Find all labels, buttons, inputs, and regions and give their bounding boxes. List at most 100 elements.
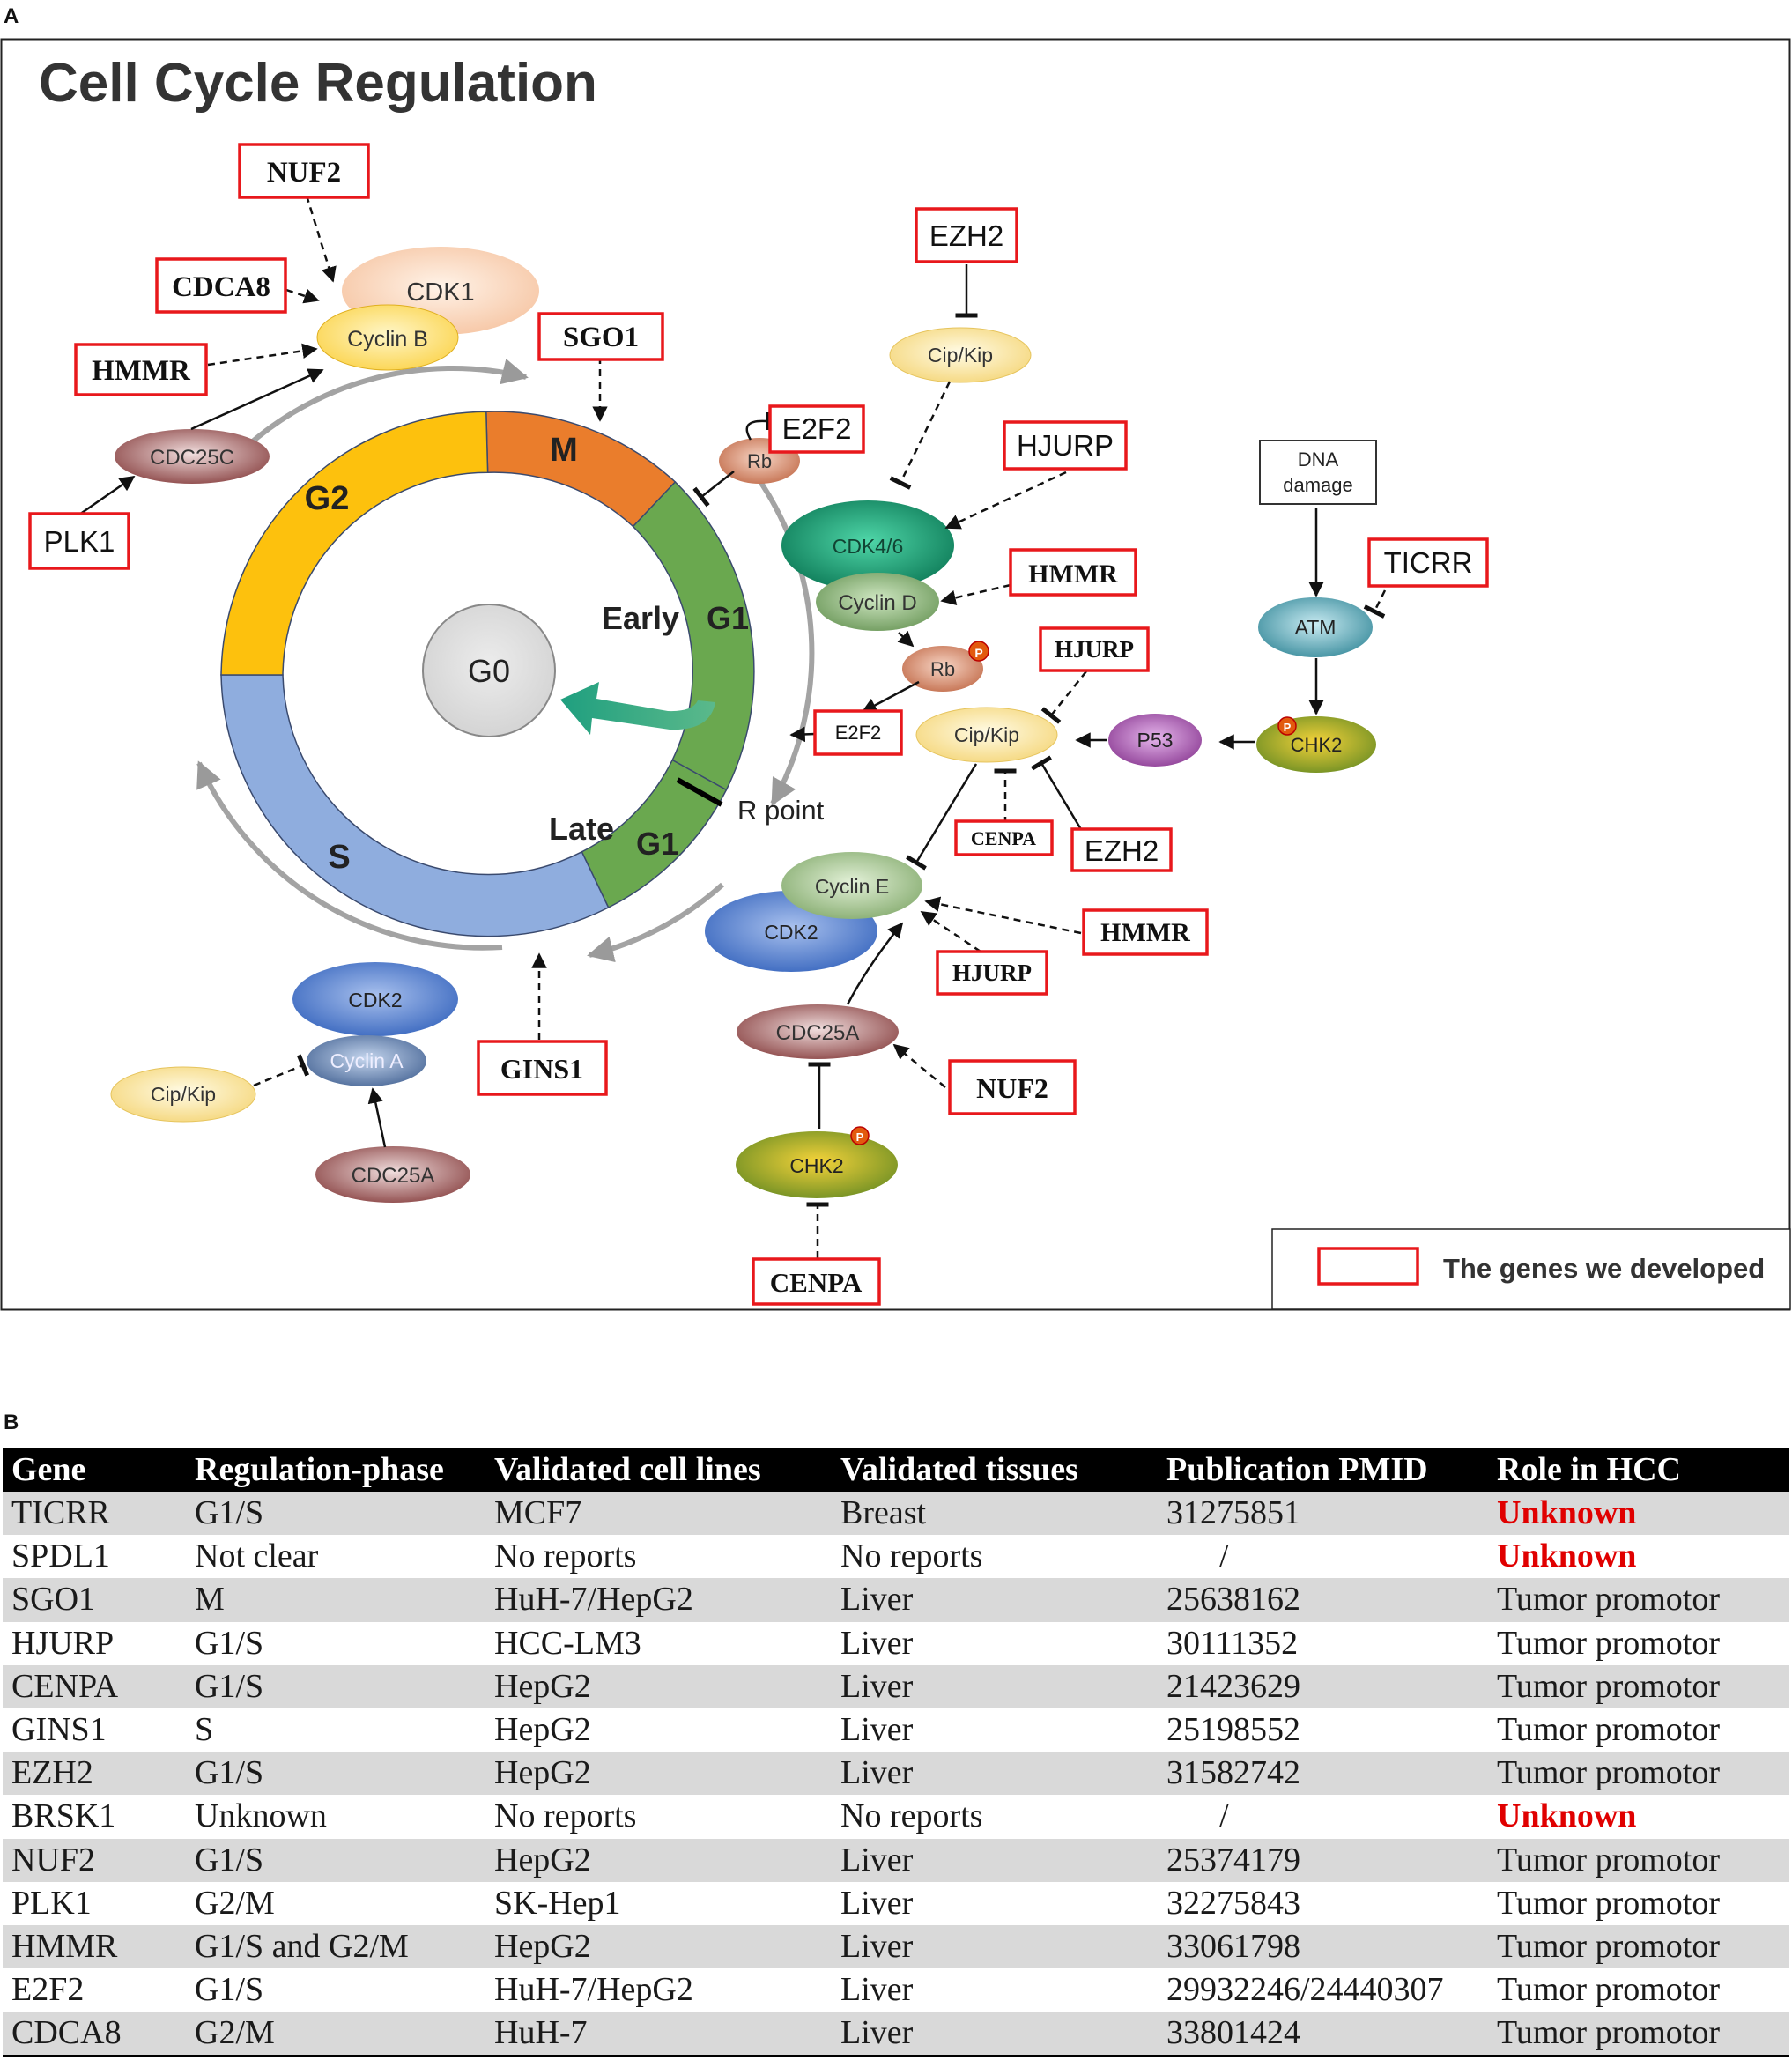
cell-gene: HMMR <box>3 1924 186 1969</box>
cycle-arrow-bottom-left <box>196 760 503 951</box>
cell-tissues: No reports <box>832 1535 1158 1579</box>
gene-box-gins1 <box>477 1040 608 1096</box>
cell-cell-lines: HepG2 <box>485 1924 832 1969</box>
cell-pmid: 25198552 <box>1158 1708 1488 1752</box>
late-label: Late <box>549 811 614 847</box>
gene-box-ezh2-top <box>915 207 1018 263</box>
cell-pmid: 21423629 <box>1158 1664 1488 1708</box>
edge-cdc25a-cyclina <box>367 1087 387 1148</box>
cell-pmid: 33801424 <box>1158 2012 1488 2058</box>
gene-cenpa-bottom: CENPA <box>770 1267 863 1298</box>
cell-regulation-phase: Unknown <box>186 1795 485 1839</box>
phase-g2-segment <box>220 411 489 676</box>
cip-kip-mid-label: Cip/Kip <box>954 723 1019 746</box>
cell-regulation-phase: G1/S <box>186 1492 485 1536</box>
edge-cdc25c-cyclinb <box>190 368 324 431</box>
edge-cipkip-cdk46 <box>889 381 952 490</box>
cell-regulation-phase: G2/M <box>186 2012 485 2058</box>
cell-role: Unknown <box>1488 1535 1789 1579</box>
gene-ezh2-mid: EZH2 <box>1085 834 1159 867</box>
table-header-row: Gene Regulation-phase Validated cell lin… <box>3 1448 1789 1492</box>
gene-nuf2-bottom: NUF2 <box>976 1072 1048 1104</box>
cyclin-e-label: Cyclin E <box>815 875 889 898</box>
cell-pmid: 29932246/24440307 <box>1158 1968 1488 2012</box>
cdc25a-protein-mid <box>737 1004 899 1059</box>
gene-table: Gene Regulation-phase Validated cell lin… <box>3 1448 1789 2058</box>
cell-regulation-phase: G2/M <box>186 1881 485 1925</box>
cell-tissues: Liver <box>832 1838 1158 1882</box>
atm-protein <box>1258 597 1373 657</box>
g0-circle <box>422 604 556 737</box>
cycle-arrow-right <box>751 470 815 806</box>
gene-box-e2f2 <box>768 404 865 454</box>
cyclin-a-label: Cyclin A <box>330 1049 404 1072</box>
cycle-arrow-top <box>228 359 529 464</box>
chk2-bottom-label: CHK2 <box>789 1154 843 1177</box>
edge-hjurp-cipkip <box>1040 671 1087 724</box>
cell-regulation-phase: G1/S <box>186 1621 485 1665</box>
gene-box-hmmr-left <box>74 343 208 396</box>
cyclin-d-label: Cyclin D <box>838 591 916 615</box>
cip-kip-top-label: Cip/Kip <box>928 344 993 367</box>
header-tissues: Validated tissues <box>832 1448 1158 1492</box>
cell-pmid: 31275851 <box>1158 1492 1488 1536</box>
panel-a-label: A <box>4 4 19 28</box>
gene-plk1: PLK1 <box>44 525 115 558</box>
cell-role: Tumor promotor <box>1488 1708 1789 1752</box>
early-label: Early <box>602 600 679 636</box>
gene-hjurp-mid: HJURP <box>1055 636 1134 663</box>
legend-box <box>1271 1228 1791 1310</box>
legend-swatch <box>1317 1247 1419 1286</box>
cell-role: Tumor promotor <box>1488 1924 1789 1969</box>
chk2-right-label: CHK2 <box>1291 734 1343 756</box>
edge-hmmr-cycline <box>924 896 1082 935</box>
cell-pmid: / <box>1158 1795 1488 1839</box>
gene-hmmr-bottom: HMMR <box>1100 918 1190 947</box>
cell-regulation-phase: Not clear <box>186 1535 485 1579</box>
cell-regulation-phase: G1/S <box>186 1838 485 1882</box>
phase-s-label: S <box>328 839 350 876</box>
cdk46-protein <box>781 500 954 590</box>
cell-pmid: 33061798 <box>1158 1924 1488 1969</box>
dna-damage-box <box>1259 440 1377 505</box>
cip-kip-protein-mid <box>915 707 1058 763</box>
gene-box-plk1 <box>28 512 130 570</box>
cell-regulation-phase: G1/S and G2/M <box>186 1924 485 1969</box>
edge-cdc25a-cycline <box>846 922 904 1005</box>
gene-nuf2-top: NUF2 <box>267 157 341 189</box>
gene-ezh2-top: EZH2 <box>929 219 1003 252</box>
cell-regulation-phase: G1/S <box>186 1752 485 1796</box>
phospho-chk2-right-label: P <box>1284 721 1292 734</box>
gene-e2f2: E2F2 <box>782 412 852 445</box>
gene-hmmr-mid: HMMR <box>1028 559 1118 589</box>
atm-label: ATM <box>1295 616 1337 639</box>
cell-gene: HJURP <box>3 1621 186 1665</box>
cell-gene: BRSK1 <box>3 1795 186 1839</box>
r-point-marker <box>676 777 723 807</box>
edge-cipkip-cyclina <box>253 1054 310 1087</box>
cell-pmid: 25374179 <box>1158 1838 1488 1882</box>
dna-damage-line1: DNA <box>1298 448 1339 471</box>
cell-role: Tumor promotor <box>1488 1664 1789 1708</box>
cell-cell-lines: No reports <box>485 1795 832 1839</box>
cell-cell-lines: HepG2 <box>485 1752 832 1796</box>
phospho-marker-chk2-bottom <box>850 1126 870 1145</box>
gene-gins1: GINS1 <box>500 1053 583 1085</box>
edge-ezh2-cipkip <box>1030 755 1084 832</box>
gene-box-cenpa-bottom <box>752 1257 881 1306</box>
r-point-label: R point <box>737 795 825 826</box>
cell-regulation-phase: S <box>186 1708 485 1752</box>
cell-pmid: 25638162 <box>1158 1578 1488 1622</box>
gene-box-hmmr-mid <box>1009 548 1137 597</box>
cell-cell-lines: No reports <box>485 1535 832 1579</box>
cell-tissues: Liver <box>832 1881 1158 1925</box>
cell-gene: SPDL1 <box>3 1535 186 1579</box>
cdc25a-protein-bottom <box>315 1146 470 1203</box>
cell-tissues: Liver <box>832 1621 1158 1665</box>
edge-cdca8-cyclinb <box>285 288 320 304</box>
header-gene: Gene <box>3 1448 186 1492</box>
